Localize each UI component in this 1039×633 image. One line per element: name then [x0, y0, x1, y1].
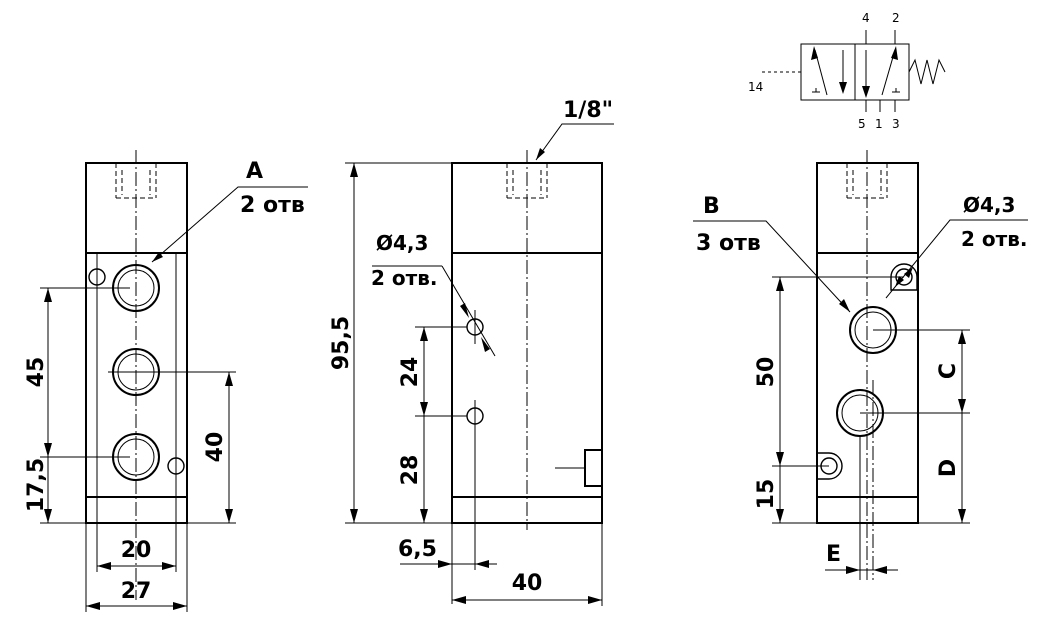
port-1-label: 1	[875, 117, 883, 131]
callout-a-count: 2 отв	[240, 193, 305, 218]
left-dim-20: 20	[96, 474, 177, 572]
right-dim-15: 15	[754, 465, 829, 524]
middle-dim-40: 40	[452, 523, 603, 606]
port-5-label: 5	[858, 117, 866, 131]
dim-40-horizontal: 40	[512, 571, 543, 596]
callout-b-letter: B	[703, 194, 720, 219]
middle-thread-callout: 1/8"	[535, 98, 614, 161]
left-view: A 2 отв 45 17,5 40	[24, 150, 308, 612]
left-dim-27: 27	[85, 523, 188, 612]
dim-e: E	[826, 542, 841, 567]
dim-17-5: 17,5	[24, 458, 49, 512]
port-2-label: 2	[892, 11, 900, 25]
dim-24: 24	[398, 357, 423, 388]
dim-27: 27	[121, 579, 152, 604]
right-dim-d: D	[918, 413, 970, 524]
port-3-label: 3	[892, 117, 900, 131]
left-dim-45: 45	[24, 287, 130, 458]
dim-c: C	[936, 363, 961, 379]
right-dim-e: E	[825, 436, 898, 580]
right-dim-c: C	[873, 329, 970, 413]
right-hole-callout: Ø4,3 2 отв.	[885, 193, 1028, 299]
middle-view: 1/8" Ø4,3 2 отв. 95,5 24	[329, 98, 614, 606]
dim-28: 28	[398, 455, 423, 486]
callout-a-letter: A	[246, 159, 263, 184]
dim-6-5: 6,5	[398, 537, 437, 562]
thread-label: 1/8"	[563, 98, 613, 123]
port-14-label: 14	[748, 80, 763, 94]
middle-dim-6-5: 6,5	[398, 523, 497, 604]
middle-dim-95-5: 95,5	[329, 162, 452, 524]
middle-hole-diameter: Ø4,3	[376, 231, 428, 255]
middle-holes	[466, 310, 484, 570]
dim-95-5: 95,5	[329, 316, 354, 370]
dim-15: 15	[754, 479, 779, 510]
left-callout-a: A 2 отв	[151, 159, 308, 263]
callout-b-count: 3 отв	[696, 231, 761, 256]
port-4-label: 4	[862, 11, 870, 25]
left-dim-40: 40	[187, 372, 236, 524]
dim-45: 45	[24, 357, 49, 388]
valve-flow-arrows	[811, 30, 900, 112]
right-callout-b: B 3 отв	[693, 194, 851, 313]
middle-dim-28: 28	[398, 416, 428, 523]
left-dim-17-5: 17,5	[24, 457, 86, 524]
middle-hole-count: 2 отв.	[371, 266, 437, 290]
pneumatic-valve-symbol: 4 2 14 5 1 3	[748, 11, 946, 131]
middle-hole-callout: Ø4,3 2 отв.	[371, 231, 496, 357]
right-dim-50: 50	[754, 276, 904, 523]
dim-50: 50	[754, 357, 779, 388]
right-view: B 3 отв Ø4,3 2 отв. 50 15	[693, 150, 1028, 580]
dim-40-vertical: 40	[203, 432, 228, 463]
dim-d: D	[936, 459, 961, 477]
right-hole-count: 2 отв.	[961, 227, 1027, 251]
middle-dim-24: 24	[398, 326, 467, 417]
right-hole-diameter: Ø4,3	[963, 193, 1015, 217]
dim-20: 20	[121, 538, 152, 563]
